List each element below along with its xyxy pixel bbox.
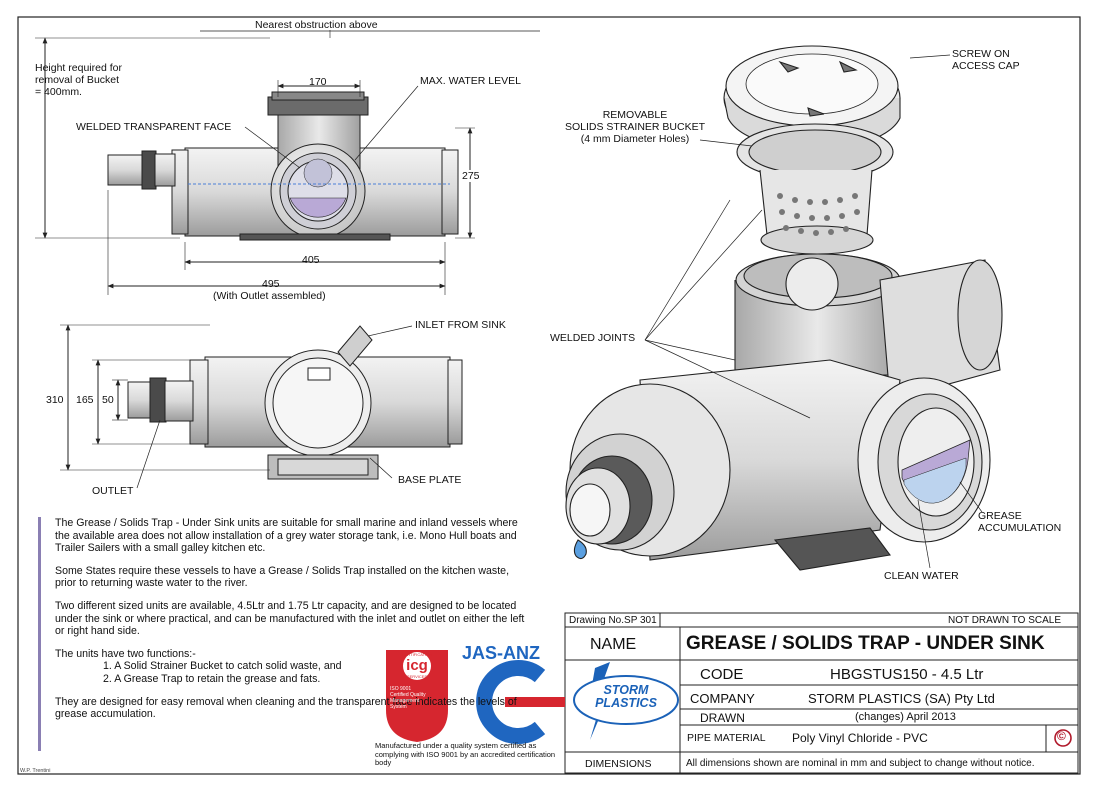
- label-grease-2: ACCUMULATION: [978, 522, 1062, 534]
- copyright-circle: [1054, 729, 1072, 747]
- pipe-material-label: PIPE MATERIAL: [687, 732, 766, 744]
- icg-services-text: SERVICES: [406, 674, 428, 679]
- pipe-material-value: Poly Vinyl Chloride - PVC: [792, 731, 928, 745]
- dim-495: 495: [262, 278, 280, 290]
- title-block-grid: [564, 612, 1079, 774]
- label-welded-joints: WELDED JOINTS: [550, 332, 636, 344]
- jasanz-cert-logo: [460, 660, 565, 744]
- description-p1: The Grease / Solids Trap - Under Sink un…: [55, 517, 518, 555]
- description-p2: Some States require these vessels to hav…: [55, 564, 510, 590]
- dim-310: 310: [46, 394, 64, 406]
- cert-note: Manufactured under a quality system cert…: [375, 741, 556, 767]
- label-height-required-2: removal of Bucket: [35, 74, 120, 86]
- storm-plastics-logo-text: STORM PLASTICS: [595, 683, 657, 710]
- company-label: COMPANY: [690, 691, 755, 706]
- dim-165: 165: [76, 394, 94, 406]
- code-label: CODE: [700, 666, 744, 683]
- name-label: NAME: [590, 636, 637, 653]
- description-function-1: 1. A Solid Strainer Bucket to catch soli…: [103, 660, 342, 673]
- dim-495-note: (With Outlet assembled): [213, 290, 326, 302]
- copyright-mark: ©: [1057, 729, 1066, 743]
- description-block: The Grease / Solids Trap - Under Sink un…: [38, 517, 525, 751]
- label-outlet: OUTLET: [92, 485, 134, 497]
- label-screw-cap-2: ACCESS CAP: [952, 60, 1020, 72]
- label-strainer-3: (4 mm Diameter Holes): [580, 133, 690, 145]
- drawn-label: DRAWN: [700, 711, 745, 725]
- label-clean-water: CLEAN WATER: [884, 570, 959, 582]
- plan-view: [60, 324, 463, 489]
- label-height-required-3: = 400mm.: [35, 86, 82, 98]
- dimensions-label: DIMENSIONS: [585, 758, 652, 770]
- icg-sub-text: CERTIFICATION: [401, 652, 433, 657]
- description-function-2: 2. A Grease Trap to retain the grease an…: [103, 672, 321, 685]
- label-screw-cap-1: SCREW ON: [952, 48, 1010, 60]
- label-base-plate: BASE PLATE: [398, 474, 462, 486]
- drawing-name: GREASE / SOLIDS TRAP - UNDER SINK: [686, 633, 1045, 654]
- label-strainer-2: SOLIDS STRAINER BUCKET: [564, 121, 706, 133]
- label-grease-1: GREASE: [978, 510, 1022, 522]
- description-p4: The units have two functions:-: [55, 647, 196, 660]
- company-value: STORM PLASTICS (SA) Pty Ltd: [808, 691, 995, 706]
- isometric-view: [565, 45, 1003, 571]
- drawn-value: (changes) April 2013: [855, 711, 956, 723]
- label-welded-face: WELDED TRANSPARENT FACE: [76, 121, 232, 133]
- icg-iso-text: ISO 9001 Certified Quality Management Sy…: [390, 686, 426, 710]
- author-note: W.P. Trentini: [20, 768, 51, 774]
- jasanz-text: JAS-ANZ: [462, 643, 541, 663]
- icg-text: icg: [406, 657, 428, 674]
- label-height-required-1: Height required for: [35, 62, 122, 74]
- dim-275: 275: [462, 170, 480, 182]
- label-inlet: INLET FROM SINK: [415, 319, 506, 331]
- drawing-number: Drawing No.SP 301: [569, 615, 657, 626]
- dimensions-note: All dimensions shown are nominal in mm a…: [686, 758, 1035, 769]
- description-p5: They are designed for easy removal when …: [55, 695, 517, 721]
- label-max-water: MAX. WATER LEVEL: [420, 75, 521, 87]
- icg-cert-logo: [386, 650, 448, 742]
- code-value: HBGSTUS150 - 4.5 Ltr: [830, 666, 984, 683]
- dim-50: 50: [102, 394, 114, 406]
- storm-plastics-logo: [573, 662, 679, 740]
- label-strainer-1: REMOVABLE: [602, 109, 668, 121]
- dim-170: 170: [309, 76, 327, 88]
- front-view: [35, 30, 540, 295]
- label-nearest-obstruction: Nearest obstruction above: [255, 19, 378, 31]
- dim-405: 405: [302, 254, 320, 266]
- description-p3: Two different sized units are available,…: [55, 599, 525, 638]
- scale-note: NOT DRAWN TO SCALE: [948, 615, 1061, 626]
- sheet-border: [17, 16, 1081, 775]
